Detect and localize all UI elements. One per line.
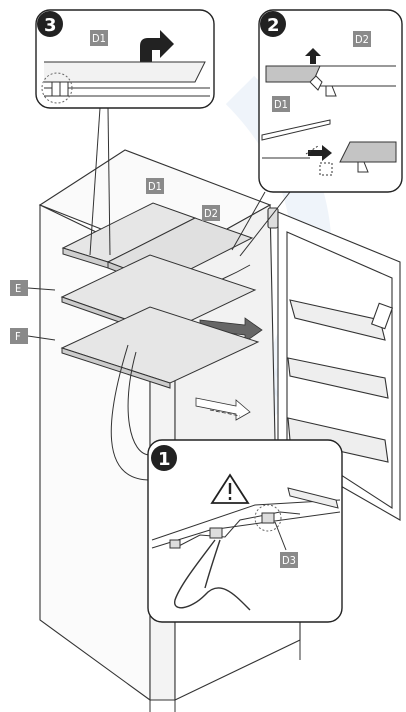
inset-step-3: 3 D1 (35, 9, 215, 109)
shelf-f (60, 306, 260, 389)
svg-text:D1: D1 (92, 32, 106, 45)
door-handle (370, 302, 394, 330)
svg-text:D2: D2 (355, 33, 369, 46)
label-d1-main: D1 (146, 178, 164, 194)
curved-arrow-icon (140, 30, 174, 68)
leader-lines (89, 107, 291, 481)
svg-text:F: F (15, 330, 21, 343)
door-bin-bottom (287, 417, 389, 463)
svg-text:1: 1 (158, 449, 171, 470)
shelf-d1 (61, 202, 197, 269)
label-e: E (10, 280, 56, 296)
svg-text:2: 2 (267, 15, 280, 36)
svg-text:D1: D1 (274, 98, 288, 111)
label-f: F (10, 328, 56, 344)
svg-text:D1: D1 (148, 180, 162, 193)
svg-text:D3: D3 (282, 554, 296, 567)
svg-text:E: E (15, 282, 21, 295)
door-bin-top (289, 299, 386, 341)
label-d2-main: D2 (202, 205, 220, 221)
up-arrow-icon (305, 48, 321, 64)
inset-step-1: 1 D3 (147, 439, 343, 623)
svg-text:3: 3 (44, 15, 57, 36)
inset-step-2: 2 D2 D1 (258, 9, 403, 193)
svg-text:D2: D2 (204, 207, 218, 220)
refrigerator-base (149, 640, 301, 712)
slide-out-arrows (195, 317, 263, 421)
wire-cable (174, 539, 251, 611)
door-bin-middle (287, 357, 389, 399)
warning-icon (210, 473, 250, 504)
